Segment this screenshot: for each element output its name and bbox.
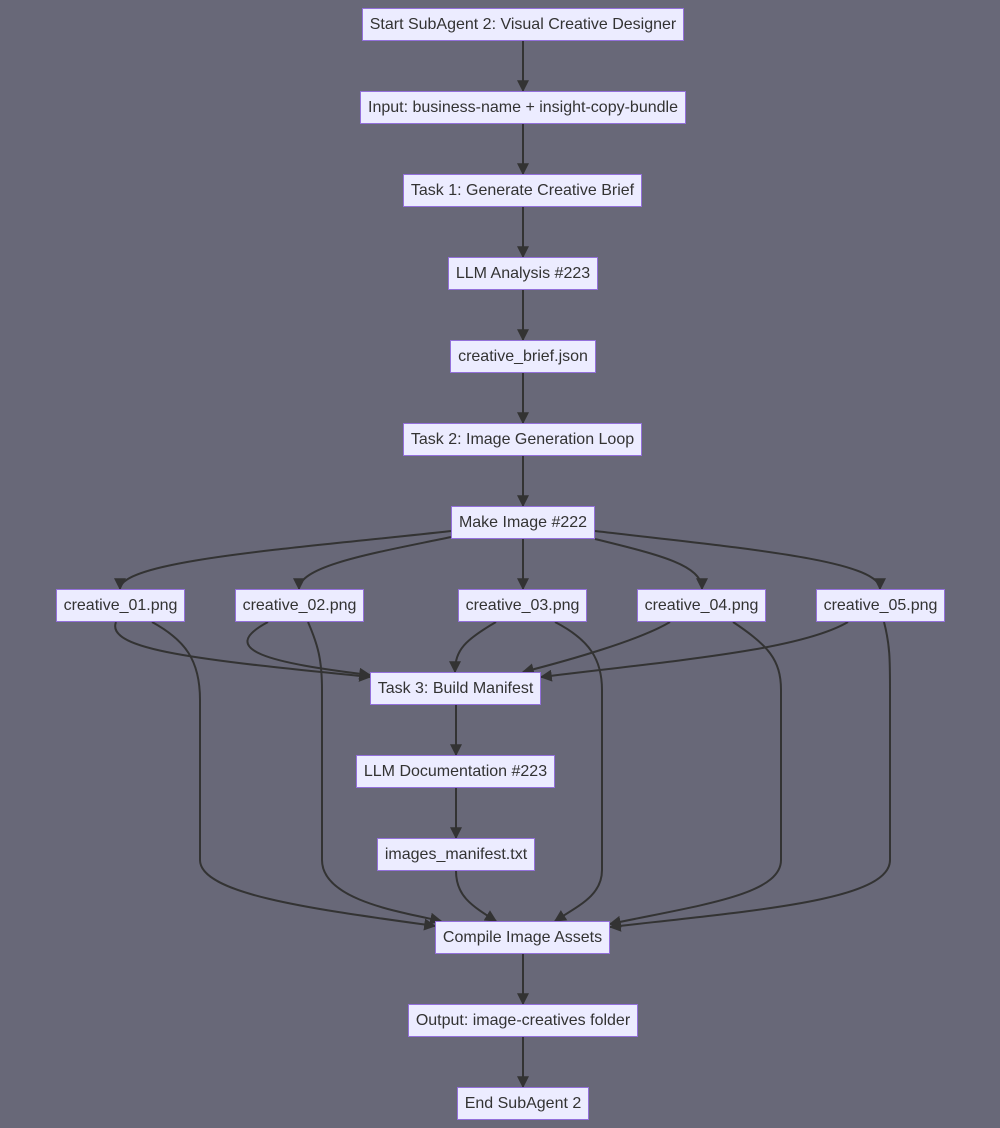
node-start: Start SubAgent 2: Visual Creative Design… xyxy=(362,8,684,41)
edge-c05-to-compile xyxy=(608,621,891,932)
edge-c04-to-task3 xyxy=(521,621,671,676)
node-creative-01: creative_01.png xyxy=(56,589,185,622)
edge-c02-to-task3 xyxy=(246,621,372,680)
edge-make-image-to-c05 xyxy=(594,530,886,591)
edge-c02-to-compile xyxy=(307,621,443,925)
edge-c05-to-task3 xyxy=(539,621,849,682)
node-images-manifest: images_manifest.txt xyxy=(377,838,535,871)
edge-make-image-to-c01 xyxy=(114,530,452,591)
node-end: End SubAgent 2 xyxy=(457,1087,589,1120)
edge-c01-to-compile xyxy=(151,621,437,931)
edge-make-image-to-c02 xyxy=(293,536,452,591)
node-creative-03: creative_03.png xyxy=(458,589,587,622)
node-make-image: Make Image #222 xyxy=(451,506,595,539)
node-llm-analysis: LLM Analysis #223 xyxy=(448,257,598,290)
node-compile-image-assets: Compile Image Assets xyxy=(435,921,610,954)
node-creative-brief-json: creative_brief.json xyxy=(450,340,596,373)
edge-c01-to-task3 xyxy=(114,621,372,682)
edge-c03-to-compile xyxy=(553,621,603,922)
node-creative-04: creative_04.png xyxy=(637,589,766,622)
node-task3: Task 3: Build Manifest xyxy=(370,672,541,705)
node-creative-02: creative_02.png xyxy=(235,589,364,622)
node-input: Input: business-name + insight-copy-bund… xyxy=(360,91,686,124)
edge-manifest-to-compile xyxy=(455,870,498,922)
node-llm-documentation: LLM Documentation #223 xyxy=(356,755,555,788)
node-creative-05: creative_05.png xyxy=(816,589,945,622)
edge-c03-to-task3 xyxy=(449,621,497,674)
node-task1: Task 1: Generate Creative Brief xyxy=(403,174,642,207)
edge-c04-to-compile xyxy=(608,621,782,928)
node-output: Output: image-creatives folder xyxy=(408,1004,638,1037)
edge-make-image-to-c04 xyxy=(594,538,708,591)
node-task2: Task 2: Image Generation Loop xyxy=(403,423,642,456)
